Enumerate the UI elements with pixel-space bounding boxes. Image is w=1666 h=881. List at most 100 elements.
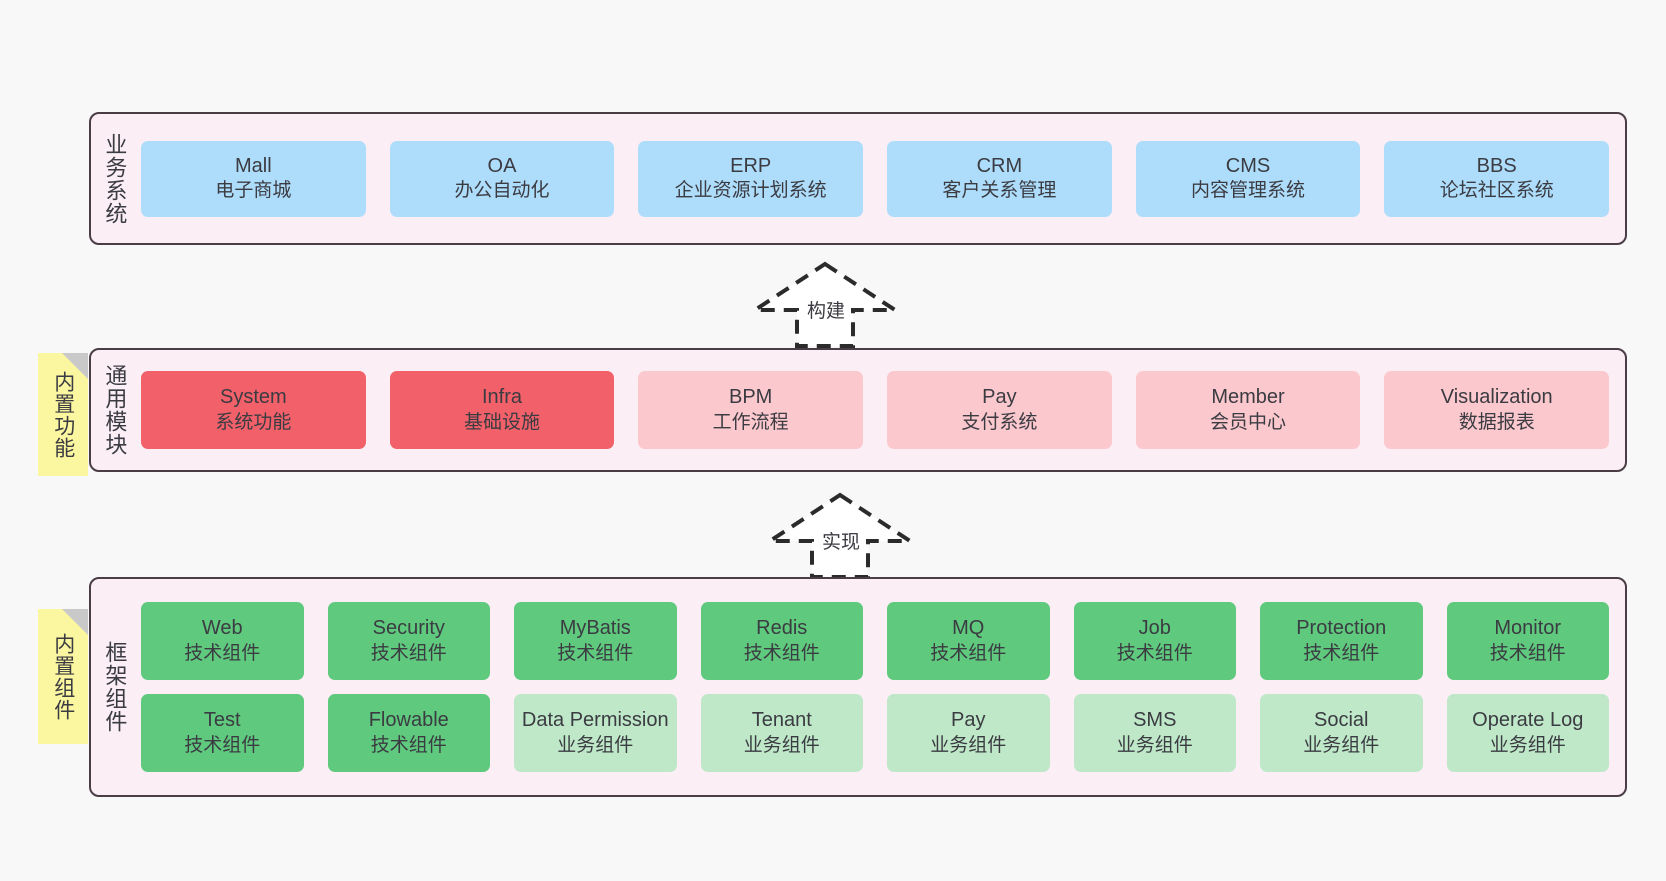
card-subtitle: 会员中心 — [1210, 411, 1287, 433]
card-pay[interactable]: Pay 支付系统 — [887, 371, 1112, 449]
card-subtitle: 技术组件 — [557, 642, 634, 664]
card-subtitle: 内容管理系统 — [1191, 180, 1306, 202]
card-test[interactable]: Test 技术组件 — [141, 694, 304, 772]
card-title: Security — [372, 617, 445, 640]
card-title: Job — [1138, 617, 1171, 640]
card-protection[interactable]: Protection 技术组件 — [1260, 602, 1423, 680]
card-subtitle: 论坛社区系统 — [1439, 180, 1554, 202]
card-title: Pay — [982, 386, 1017, 409]
card-subtitle: 工作流程 — [712, 411, 789, 433]
card-title: OA — [487, 154, 517, 177]
implement-arrow-label: 实现 — [821, 532, 860, 553]
card-title: Redis — [756, 617, 808, 640]
card-title: Operate Log — [1472, 709, 1584, 732]
card-title: Infra — [481, 386, 523, 409]
card-row: Test 技术组件 Flowable 技术组件 Data Permission … — [141, 694, 1609, 772]
layer-common-modules: 通用模块 System 系统功能 Infra 基础设施 BPM 工作流程 Pay… — [89, 348, 1627, 472]
card-title: ERP — [730, 154, 772, 177]
card-subtitle: 技术组件 — [1116, 642, 1193, 664]
card-title: MyBatis — [559, 617, 631, 640]
card-subtitle: 基础设施 — [464, 411, 541, 433]
card-subtitle: 技术组件 — [370, 734, 447, 756]
card-row: Web 技术组件 Security 技术组件 MyBatis 技术组件 Redi… — [141, 602, 1609, 680]
card-subtitle: 电子商城 — [215, 180, 292, 202]
card-mq[interactable]: MQ 技术组件 — [887, 602, 1050, 680]
card-title: Social — [1314, 709, 1369, 732]
card-mall[interactable]: Mall 电子商城 — [141, 140, 366, 217]
card-social[interactable]: Social 业务组件 — [1260, 694, 1423, 772]
card-title: Test — [203, 709, 241, 732]
card-title: Pay — [951, 709, 986, 732]
card-tenant[interactable]: Tenant 业务组件 — [700, 694, 863, 772]
page-fold-icon — [62, 353, 88, 379]
card-subtitle: 技术组件 — [1303, 642, 1380, 664]
card-subtitle: 技术组件 — [930, 642, 1007, 664]
card-redis[interactable]: Redis 技术组件 — [700, 602, 863, 680]
card-infra[interactable]: Infra 基础设施 — [389, 371, 615, 449]
card-subtitle: 业务组件 — [930, 734, 1007, 756]
card-flowable[interactable]: Flowable 技术组件 — [327, 694, 490, 772]
card-bpm[interactable]: BPM 工作流程 — [638, 371, 864, 449]
card-title: Mall — [235, 154, 272, 177]
sticky-note-builtin-components: 内置组件 — [38, 609, 88, 744]
layer-title-common-modules: 通用模块 — [102, 364, 128, 456]
layer-business-systems: 业务系统 Mall 电子商城 OA 办公自动化 ERP 企业资源计划系统 CRM… — [89, 112, 1627, 245]
card-title: CRM — [976, 154, 1023, 177]
card-title: Tenant — [751, 709, 812, 732]
card-title: BBS — [1476, 154, 1517, 177]
card-crm[interactable]: CRM 客户关系管理 — [887, 140, 1112, 217]
card-monitor[interactable]: Monitor 技术组件 — [1446, 602, 1609, 680]
card-bbs[interactable]: BBS 论坛社区系统 — [1384, 140, 1610, 217]
card-system[interactable]: System 系统功能 — [141, 371, 366, 449]
card-web[interactable]: Web 技术组件 — [141, 602, 304, 680]
card-erp[interactable]: ERP 企业资源计划系统 — [638, 140, 864, 217]
card-subtitle: 系统功能 — [215, 411, 292, 433]
card-visualization[interactable]: Visualization 数据报表 — [1384, 371, 1610, 449]
card-subtitle: 企业资源计划系统 — [674, 180, 827, 202]
sticky-note-builtin-functions: 内置功能 — [38, 353, 88, 476]
layer-title-business-systems: 业务系统 — [102, 132, 128, 225]
card-row: System 系统功能 Infra 基础设施 BPM 工作流程 Pay 支付系统… — [141, 371, 1610, 449]
card-title: MQ — [952, 617, 985, 640]
card-title: CMS — [1225, 154, 1271, 177]
card-row: Mall 电子商城 OA 办公自动化 ERP 企业资源计划系统 CRM 客户关系… — [141, 140, 1610, 217]
card-subtitle: 技术组件 — [1489, 642, 1566, 664]
card-cms[interactable]: CMS 内容管理系统 — [1135, 140, 1361, 217]
card-member[interactable]: Member 会员中心 — [1135, 371, 1361, 449]
card-oa[interactable]: OA 办公自动化 — [389, 140, 615, 217]
card-title: Protection — [1296, 617, 1387, 640]
layer-body-business-systems: Mall 电子商城 OA 办公自动化 ERP 企业资源计划系统 CRM 客户关系… — [137, 114, 1625, 243]
layer-body-common-modules: System 系统功能 Infra 基础设施 BPM 工作流程 Pay 支付系统… — [137, 350, 1625, 470]
card-title: Flowable — [368, 709, 449, 732]
card-subtitle: 业务组件 — [1489, 734, 1566, 756]
card-subtitle: 数据报表 — [1458, 411, 1535, 433]
card-title: SMS — [1133, 709, 1177, 732]
card-mybatis[interactable]: MyBatis 技术组件 — [514, 602, 677, 680]
card-title: System — [219, 386, 287, 409]
card-subtitle: 技术组件 — [370, 642, 447, 664]
card-title: BPM — [729, 386, 773, 409]
card-data-permission[interactable]: Data Permission 业务组件 — [514, 694, 677, 772]
layer-title-framework-components: 框架组件 — [102, 641, 128, 733]
sticky-note-label: 内置组件 — [51, 632, 75, 721]
card-job[interactable]: Job 技术组件 — [1073, 602, 1236, 680]
build-arrow-label: 构建 — [806, 301, 845, 322]
card-sms[interactable]: SMS 业务组件 — [1073, 694, 1236, 772]
card-operate-log[interactable]: Operate Log 业务组件 — [1446, 694, 1609, 772]
card-pay-business[interactable]: Pay 业务组件 — [887, 694, 1050, 772]
card-subtitle: 办公自动化 — [454, 180, 550, 202]
layer-framework-components: 框架组件 Web 技术组件 Security 技术组件 MyBatis 技术组件… — [89, 577, 1627, 797]
layer-body-framework-components: Web 技术组件 Security 技术组件 MyBatis 技术组件 Redi… — [137, 579, 1625, 795]
card-subtitle: 业务组件 — [557, 734, 634, 756]
card-security[interactable]: Security 技术组件 — [327, 602, 490, 680]
card-subtitle: 业务组件 — [743, 734, 820, 756]
card-title: Data Permission — [521, 709, 669, 732]
sticky-note-label: 内置功能 — [51, 370, 75, 459]
card-subtitle: 技术组件 — [184, 642, 261, 664]
card-title: Visualization — [1440, 386, 1553, 409]
build-arrow: 构建 — [746, 258, 906, 350]
card-subtitle: 技术组件 — [184, 734, 261, 756]
card-subtitle: 技术组件 — [743, 642, 820, 664]
card-subtitle: 业务组件 — [1303, 734, 1380, 756]
card-title: Monitor — [1494, 617, 1562, 640]
